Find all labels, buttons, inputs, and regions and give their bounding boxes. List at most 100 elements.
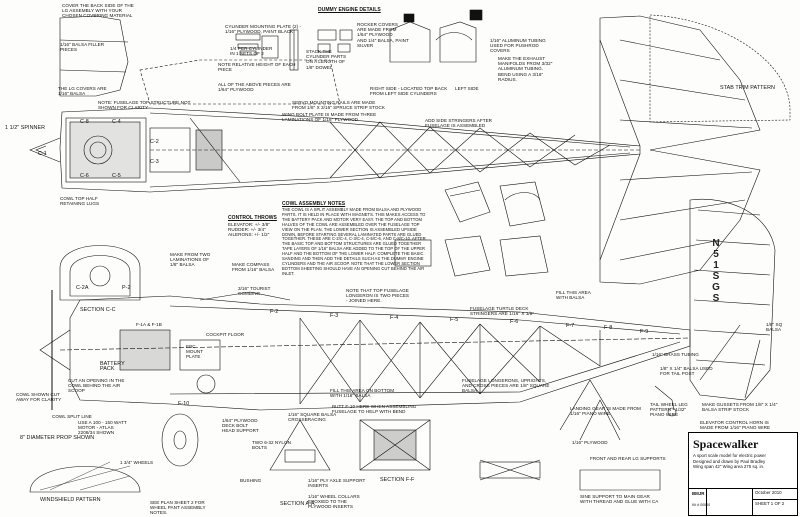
note-brass: 1/16" BRASS TUBING bbox=[652, 352, 699, 357]
part-label: F-3 bbox=[330, 313, 339, 319]
note-gussets: MAKE GUSSETS FROM 1/8" X 1/4" BALSA STRI… bbox=[702, 402, 778, 413]
part-label: C-6 bbox=[80, 173, 89, 179]
part-label: C-2A bbox=[76, 285, 89, 291]
note-elev-horn: ELEVATOR CONTROL HORN IS MADE FROM 1/16"… bbox=[700, 420, 771, 431]
part-label: F-7 bbox=[566, 323, 575, 329]
note-exhaust: MAKE THE EXHAUST MANIFOLDS FROM 3/32" AL… bbox=[498, 56, 553, 82]
part-label: C-2 bbox=[150, 139, 159, 145]
note-wing-bolt: WING BOLT PLATE IS MADE FROM THREE LAMIN… bbox=[282, 112, 377, 123]
note-cowl-retain: COWL TOP HALF RETAINING LUGS bbox=[60, 196, 100, 207]
note-all-above: ALL OF THE ABOVE PIECES ARE 1/64" PLYWOO… bbox=[218, 82, 291, 93]
cowl-parts bbox=[394, 181, 549, 277]
label-firewall: F-1A & F-1B bbox=[136, 322, 162, 327]
note-nylon: TWO 6-32 NYLON BOLTS bbox=[252, 440, 291, 451]
part-label: F-2 bbox=[270, 309, 279, 315]
label-section-ff: SECTION F-F bbox=[380, 477, 415, 483]
note-longerons: NOTE THAT TOP FUSELAGE LONGERON IS TWO P… bbox=[346, 288, 410, 304]
heading-dummy-engine: DUMMY ENGINE DETAILS bbox=[318, 7, 381, 13]
label-cockpit: COCKPIT FLOOR bbox=[206, 332, 245, 337]
note-stab-sq: 1/8" SQ BALSA bbox=[766, 322, 783, 333]
plan-title: Spacewalker bbox=[693, 437, 759, 451]
note-tail-block: 1/8" X 1/4" BALSA USED FOR TAIL POST bbox=[660, 366, 713, 377]
note-tailwheel: TAIL WHEEL LEG PATTERN - 1/32" PIANO WIR… bbox=[650, 402, 688, 418]
label-section-aa: SECTION A-A bbox=[280, 501, 315, 507]
label-stab-trim: STAB TRIM PATTERN bbox=[720, 85, 775, 91]
publisher: BMJR bbox=[692, 491, 705, 496]
note-cyl-plate: CYLINDER MOUNTING PLATE (2) - 1/16" PLYW… bbox=[225, 24, 302, 35]
note-rocker: ROCKER COVERS ARE MADE FROM 1/64" PLYWOO… bbox=[357, 22, 409, 48]
note-cowl-split: COWL SPLIT LINE bbox=[52, 414, 92, 419]
cowl-assembly-notes: THE COWL IS A SPLIT ASSEMBLY MADE FROM B… bbox=[282, 207, 426, 276]
heading-control-throws: CONTROL THROWS bbox=[228, 215, 277, 221]
horizontal-stabilizer-top-view bbox=[599, 15, 761, 285]
rudder-side-view bbox=[689, 198, 776, 401]
part-label: F-4 bbox=[390, 315, 399, 321]
note-sine: SINE SUPPORT TO MAIN GEAR WITH THREAD AN… bbox=[580, 494, 659, 505]
note-motor: USE A 100 - 150 WATT MOTOR - ATLAS 2208/… bbox=[78, 420, 127, 436]
top-wing-outline bbox=[59, 15, 129, 97]
note-stringers: ADD SIDE STRINGERS AFTER FUSELAGE IS ASS… bbox=[425, 118, 493, 129]
note-cowl-cut: CUT AN OPENING IN THE COWL BEHIND THE AI… bbox=[68, 378, 125, 394]
label-bushing: BUSHING bbox=[240, 478, 262, 483]
part-label: C-4 bbox=[112, 119, 121, 125]
note-axle: 1/16" PLY AXLE SUPPORT INSERTS bbox=[308, 478, 366, 489]
note-rel-height: NOTE RELATIVE HEIGHT OF EACH PIECE bbox=[218, 62, 296, 73]
note-filler: 1/16" BALSA FILLER PIECES bbox=[60, 42, 105, 53]
note-left-side: LEFT SIDE bbox=[455, 86, 479, 91]
kit-number: Kit # 00000 bbox=[692, 503, 711, 507]
note-sq-balsa: 1/16" SQUARE BALSA CROSSBRACING bbox=[288, 412, 337, 423]
label-wheels: 1 3/4" WHEELS bbox=[120, 460, 154, 465]
note-turtle: FUSELAGE TURTLE DECK STRINGERS ARE 1/16"… bbox=[470, 306, 535, 317]
label-battery: BATTERY PACK bbox=[100, 361, 125, 373]
note-cover-back: COVER THE BACK SIDE OF THE LG ASSEMBLY W… bbox=[62, 3, 134, 19]
label-front-rear: FRONT AND REAR LG SUPPORTS bbox=[590, 456, 666, 461]
note-fill: FILL THIS AREA WITH BALSA bbox=[556, 290, 591, 301]
part-label: F-5 bbox=[450, 317, 459, 323]
sheet-number: SHEET 1 OF 2 bbox=[755, 501, 785, 506]
note-right-side: RIGHT SIDE - LOCATED TOP BACK FROM LEFT … bbox=[370, 86, 448, 97]
plan-subtitle: A sport scale model for electric power D… bbox=[693, 453, 766, 470]
part-label: C-1 bbox=[38, 151, 47, 157]
note-see-plan: SEE PLAN SHEET 2 FOR WHEEL PANT ASSEMBLY… bbox=[150, 500, 206, 516]
note-lg-made: LANDING GEAR IS MADE FROM 1/16" PIANO WI… bbox=[570, 406, 641, 417]
label-ebc: EBC MOUNT PLATE bbox=[186, 344, 204, 360]
plan-date: October 2010 bbox=[755, 490, 782, 495]
landing-gear-drawing bbox=[479, 379, 661, 491]
note-servo-rails: SERVO MOUNTING RAILS ARE MADE FROM 1/8" … bbox=[292, 100, 385, 111]
note-laminations: MAKE FROM TWO LAMINATIONS OF 1/8" BALSA bbox=[170, 252, 211, 268]
wheel-drawing bbox=[161, 413, 199, 467]
label-ply: 1/16" PLYWOOD bbox=[572, 440, 608, 445]
note-fuse-long: FUSELAGE LONGERONS, UPRIGHTS, AND CROSS … bbox=[462, 378, 550, 394]
label-spinner: 1 1/2" SPINNER bbox=[5, 125, 46, 131]
note-per-cylinder: 1/4 PER CYLINDER IN 1 SETS OF 2 bbox=[230, 46, 273, 57]
note-fill-area: FILL THIS AREA ON BOTTOM WITH 1/16" BALS… bbox=[330, 388, 395, 399]
note-ply-deck: 1/64" PLYWOOD DECK BOLT HEAD SUPPORT bbox=[222, 418, 259, 434]
part-label: F-9 bbox=[640, 329, 649, 335]
part-label: F-10 bbox=[178, 401, 190, 407]
note-cowl-shown: COWL SHOWN CUT AWAY FOR CLARITY bbox=[16, 392, 62, 403]
note-lg-covers: THE LG COVERS ARE 1/16" BALSA bbox=[58, 86, 107, 97]
part-label: F-6 bbox=[510, 319, 519, 325]
part-label: C-8 bbox=[80, 119, 89, 125]
note-alum-tube: 1/16" ALUMINUM TUBING USED FOR PUSHROD C… bbox=[490, 38, 546, 54]
dummy-engine-parts bbox=[235, 9, 483, 71]
note-butt: BUTT F-10 HERE WHEN ASSEMBLING FUSELAGE … bbox=[332, 404, 417, 415]
note-fuse-top: NOTE: FUSELAGE TOP STRUCTURE NOT SHOWN F… bbox=[98, 100, 191, 111]
part-label: F-8 bbox=[604, 325, 613, 331]
label-windshield: WINDSHIELD PATTERN bbox=[40, 497, 101, 503]
registration-lettering: N 5 1 S G S bbox=[712, 238, 720, 304]
label-section-cc: SECTION C-C bbox=[80, 307, 116, 313]
windshield-pattern-shape bbox=[29, 466, 141, 493]
note-collars: 1/16" WHEEL COLLARS EPOXIED TO THE PLYWO… bbox=[308, 494, 360, 510]
note-compass: MAKE COMPASS FROM 1/16" BALSA bbox=[232, 262, 275, 273]
part-label: P-2 bbox=[122, 285, 131, 291]
label-prop: 8" DIAMETER PROP SHOWN bbox=[20, 435, 95, 441]
fuselage-side-view bbox=[39, 290, 691, 411]
title-block: Spacewalker A sport scale model for elec… bbox=[688, 432, 798, 516]
fuselage-top-view bbox=[29, 107, 641, 193]
part-label: C-5 bbox=[112, 173, 121, 179]
section-c-c-drawing bbox=[59, 245, 141, 301]
heading-cowl-notes: COWL ASSEMBLY NOTES bbox=[282, 201, 346, 207]
